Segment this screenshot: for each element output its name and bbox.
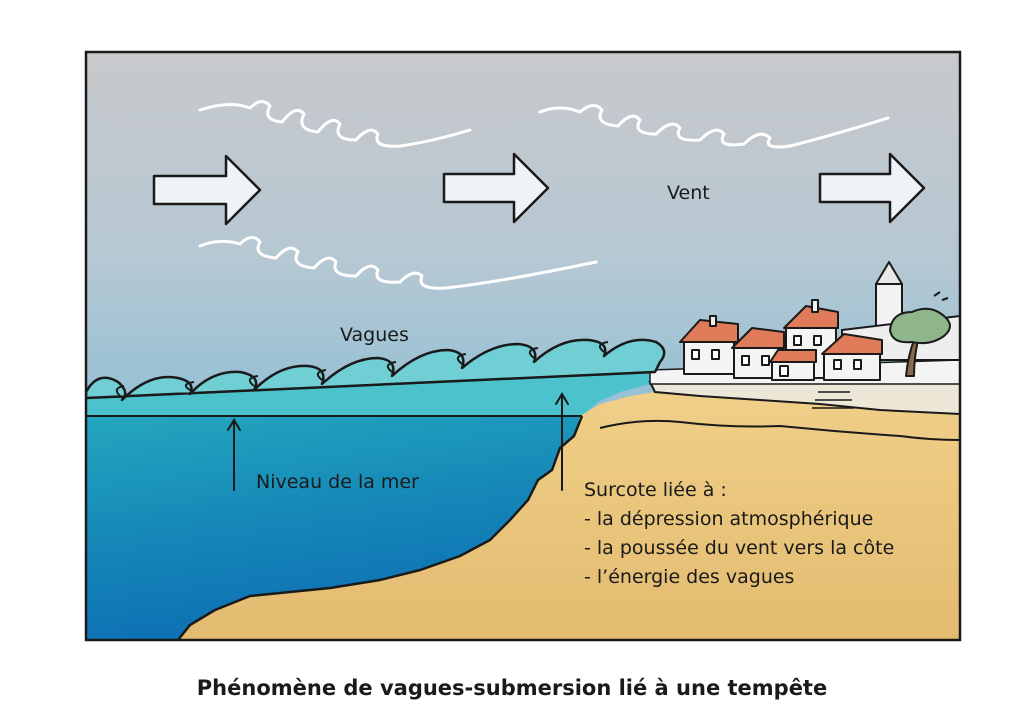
- beach: [178, 392, 960, 640]
- wind-arrow-icon: [442, 152, 550, 224]
- sea-wall: [648, 381, 960, 416]
- wind-arrow-icon: [818, 152, 926, 224]
- up-arrow-icon: [555, 392, 569, 491]
- surge-cause-pressure: - la dépression atmosphérique: [584, 508, 874, 530]
- up-arrow-icon: [227, 418, 241, 491]
- sea-level-label: Niveau de la mer: [256, 471, 419, 493]
- surge-title: Surcote liée à :: [584, 479, 727, 501]
- wind-arrow-icon: [152, 154, 262, 226]
- wind-label: Vent: [667, 182, 710, 204]
- waves-label: Vagues: [340, 324, 409, 346]
- surge-layer: [86, 372, 655, 416]
- sea: [86, 416, 582, 640]
- diagram-frame: [84, 50, 962, 642]
- wind-arrows: [152, 152, 926, 226]
- rise-arrows: [227, 392, 569, 491]
- wind-gust-icon: [198, 100, 890, 290]
- surge-cause-wind: - la poussée du vent vers la côte: [584, 537, 895, 559]
- surge-cause-waves: - l’énergie des vagues: [584, 566, 795, 588]
- storm-waves: [86, 338, 666, 402]
- surge-explanation: Surcote liée à : - la dépression atmosph…: [584, 476, 894, 592]
- diagram-caption: Phénomène de vagues-submersion lié à une…: [196, 676, 828, 700]
- coastal-village: [679, 261, 960, 381]
